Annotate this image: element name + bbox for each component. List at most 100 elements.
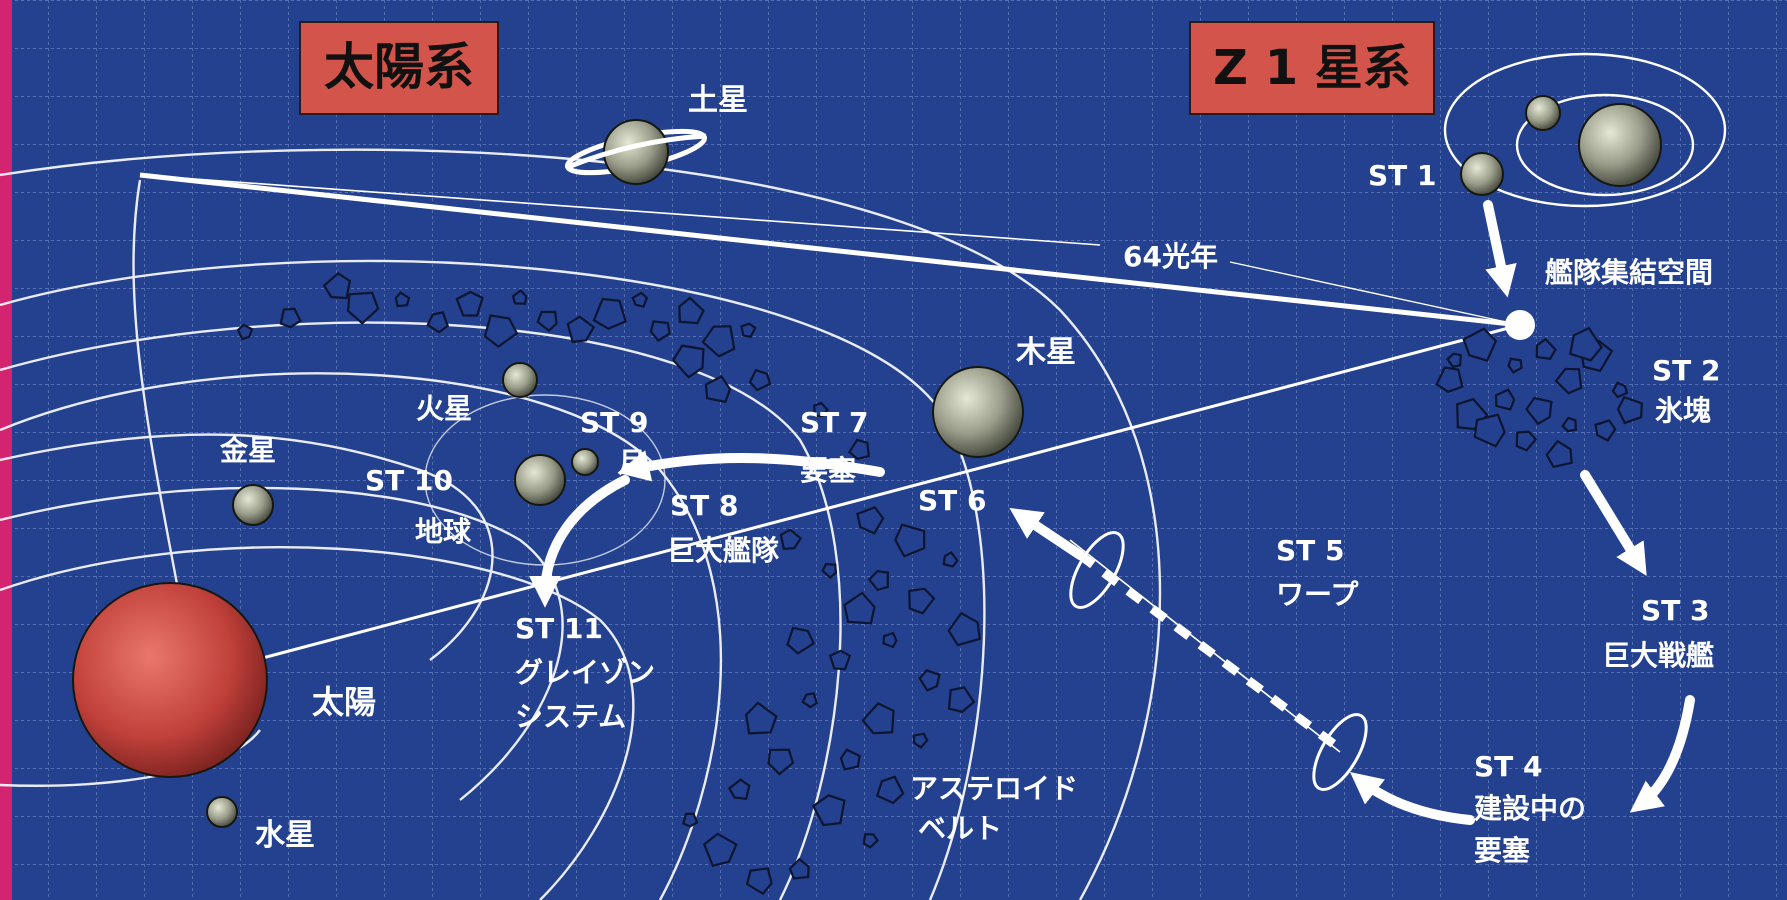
st3-label: ST 3 [1641, 594, 1710, 627]
asteroid-rock [767, 748, 795, 776]
planets [72, 95, 1662, 828]
solar-system-title: 太陽系 [299, 21, 499, 115]
arrow-warp-to-st6 [1009, 507, 1085, 560]
fleet-gathering-point [1505, 310, 1535, 340]
z1-system-title-text: Z 1 星系 [1213, 40, 1411, 96]
left-edge-stripe [0, 0, 12, 900]
asteroid-rock [1515, 430, 1538, 452]
asteroid-rock [908, 587, 936, 615]
st4-sub-label-1: 建設中の [1474, 792, 1586, 825]
saturn-body [564, 119, 708, 185]
asteroid-rock [1525, 396, 1553, 426]
asteroid-rock [455, 290, 484, 317]
asteroid-rock [322, 272, 351, 300]
venus-body [232, 484, 274, 526]
moon-body [571, 448, 599, 476]
sun-label: 太陽 [312, 683, 376, 721]
arrow-st4-to-warp [1350, 772, 1475, 825]
asteroid-rock [745, 867, 773, 896]
asteroid-rock [847, 438, 871, 461]
asteroid-rock [740, 322, 757, 339]
z1-star-body [1578, 103, 1662, 187]
st2-sub-label: 氷塊 [1655, 394, 1711, 427]
st7-label: ST 7 [800, 406, 869, 439]
asteroid-rock [483, 314, 519, 348]
asteroid-rock [843, 591, 876, 625]
asteroid-rock [649, 320, 671, 343]
asteroid-rock [671, 344, 705, 379]
asteroid-rock [861, 702, 895, 735]
asteroid-rock [631, 291, 649, 308]
warp-dashed-path [1077, 551, 1338, 749]
st4-label: ST 4 [1474, 750, 1543, 783]
asteroid-rock [1545, 439, 1573, 469]
asteroid-rock [812, 401, 830, 418]
asteroid-rock [727, 778, 751, 801]
venus-label: 金星 [219, 434, 276, 467]
fleet-gathering-label: 艦隊集結空間 [1545, 256, 1713, 289]
asteroid-rock [394, 291, 411, 308]
asteroid-rock [702, 832, 738, 867]
orbit-inner-2 [0, 546, 635, 900]
z1-moon-body [1525, 95, 1561, 131]
asteroid-rock [942, 551, 959, 568]
asteroid-rock [821, 563, 837, 579]
asteroid-rock [678, 296, 705, 325]
asteroid-rock [682, 812, 699, 828]
z1-orbits [1443, 52, 1727, 208]
z1-system-title: Z 1 星系 [1189, 21, 1435, 115]
line-sun-to-fleet [139, 172, 1521, 328]
asteroid-rock [346, 291, 380, 325]
asteroid-rock [875, 775, 905, 805]
st11-sub-label-1: グレイゾン [515, 656, 655, 689]
asteroid-rock [1616, 395, 1643, 425]
asteroid-rock [1535, 337, 1557, 360]
moon-label: 月 [617, 446, 646, 479]
st8-sub-label: 巨大艦隊 [667, 534, 780, 567]
orbit-edge [132, 179, 182, 601]
labels: 土星 木星 火星 金星 地球 月 太陽 水星 64光年 艦隊集結空間 アステロイ… [219, 83, 1721, 867]
asteroid-rock [947, 686, 976, 713]
arrow-st1-to-gather [1483, 200, 1517, 298]
st8-label: ST 8 [670, 489, 739, 522]
asteroid-rock [1462, 327, 1498, 362]
line-thin [139, 174, 1101, 246]
asteroid-rock [1435, 366, 1464, 394]
st3-sub-label: 巨大戦艦 [1602, 639, 1714, 672]
asteroid-rock [1473, 413, 1506, 448]
asteroid-rock [918, 669, 941, 692]
asteroid-belt-label-2: ベルト [918, 812, 1002, 845]
mars-body [502, 362, 538, 398]
asteroid-rock [947, 611, 982, 647]
asteroid-rock [779, 528, 803, 551]
st11-label: ST 11 [515, 612, 603, 645]
jupiter-body [932, 366, 1024, 458]
orbit-belt-inner [0, 321, 842, 900]
asteroid-rock [1446, 352, 1462, 369]
asteroid-rock [862, 833, 879, 849]
asteroid-rock [1507, 357, 1523, 374]
st10-label: ST 10 [365, 464, 453, 497]
asteroid-rock [236, 323, 254, 341]
distance-lines [139, 172, 1521, 662]
st7-sub-label: 要塞 [800, 454, 856, 487]
st1-label: ST 1 [1368, 159, 1437, 192]
arrow-st7-to-st9 [617, 450, 885, 482]
asteroid-rock [1494, 388, 1516, 411]
asteroid-rock [788, 857, 810, 880]
solar-system-title-text: 太陽系 [324, 38, 474, 96]
asteroid-rock [536, 310, 558, 333]
mercury-label: 水星 [255, 818, 315, 853]
asteroid-rock [1554, 367, 1583, 395]
asteroid-rock [856, 505, 885, 535]
asteroid-rock [811, 794, 846, 827]
st5-sub-label: ワープ [1276, 578, 1359, 611]
asteroid-rock [592, 297, 627, 330]
asteroid-rock [828, 649, 852, 671]
arrow-st2-to-st3 [1580, 470, 1647, 576]
asteroid-rock [912, 732, 929, 749]
st11-sub-label-2: システム [515, 700, 626, 733]
distance-label: 64光年 [1123, 240, 1218, 273]
orbit-venus [0, 433, 494, 661]
